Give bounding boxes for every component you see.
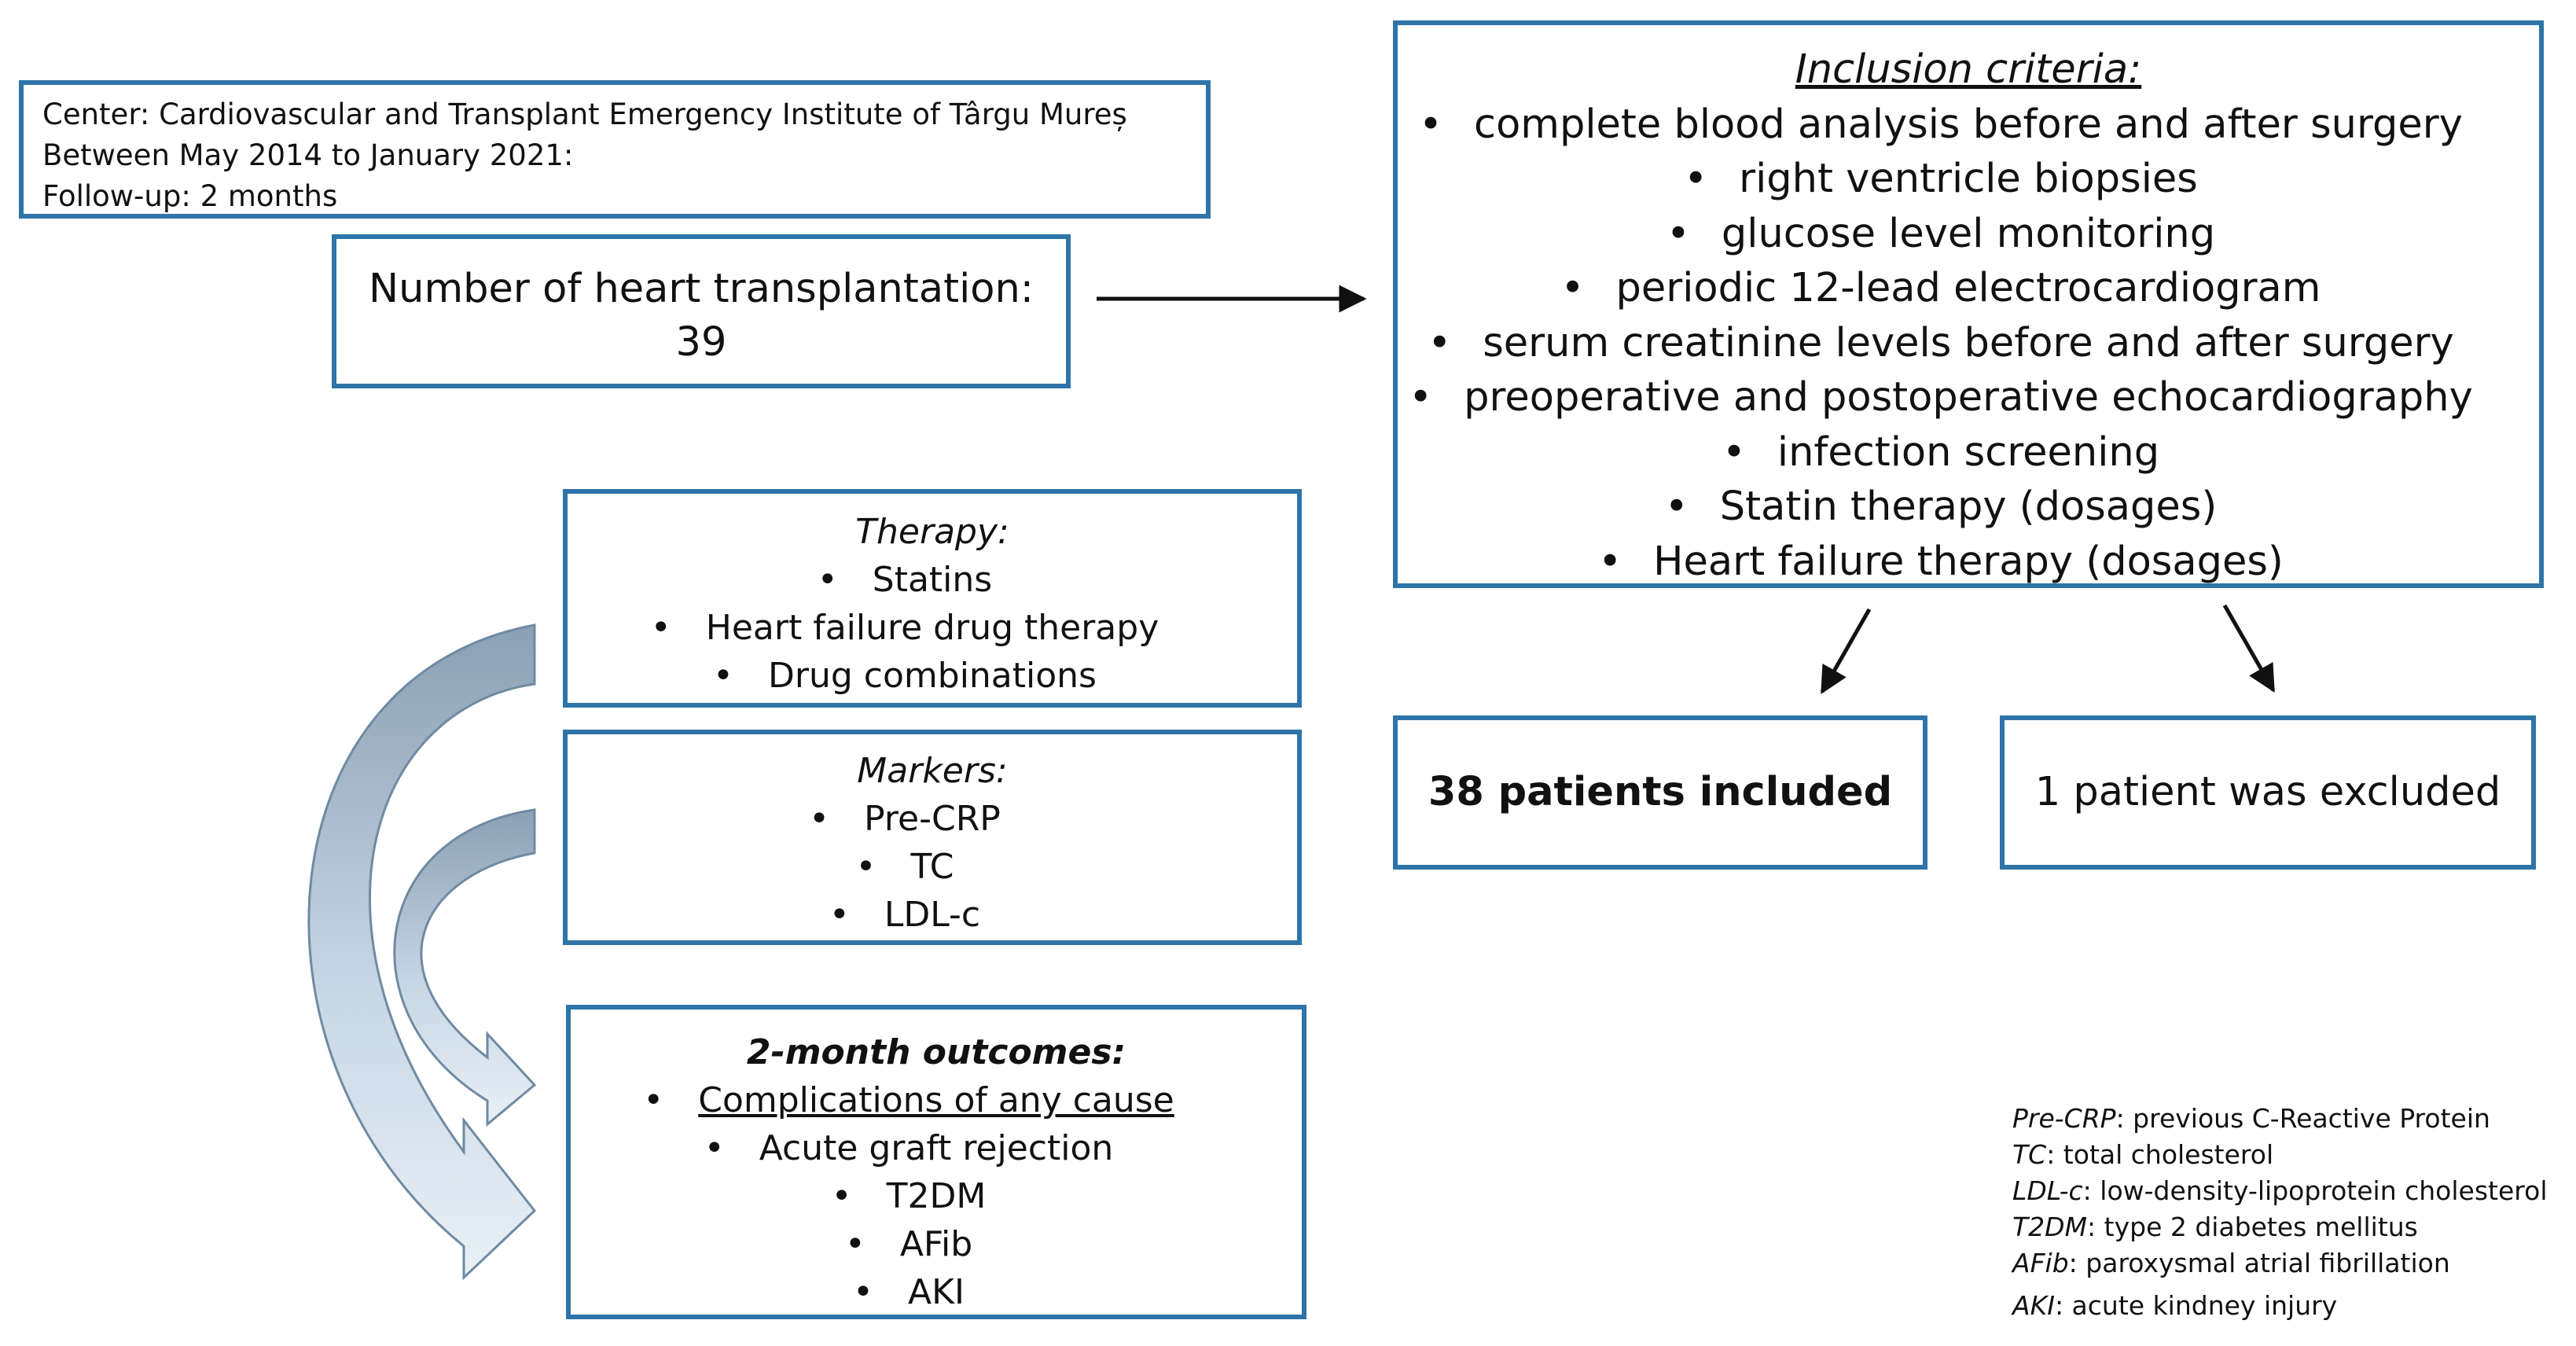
list-item: •Heart failure drug therapy <box>650 608 1159 648</box>
list-item: •Heart failure therapy (dosages) <box>1598 538 2284 585</box>
list-item: •LDL-c <box>829 895 981 935</box>
outcomes-box: 2-month outcomes: •Complications of any … <box>566 1005 1306 1319</box>
list-item: •complete blood analysis before and afte… <box>1419 101 2463 148</box>
legend-entry: LDL-c: low-density-lipoprotein cholester… <box>2012 1175 2548 1206</box>
center-line: Center: Cardiovascular and Transplant Em… <box>42 97 1127 131</box>
curved-arrow-therapy-to-outcomes <box>307 623 537 1281</box>
list-item: •AFib <box>844 1224 973 1264</box>
curved-arrow-markers-to-outcomes <box>393 808 537 1127</box>
list-item: •T2DM <box>831 1176 987 1216</box>
list-item: •infection screening <box>1722 428 2160 476</box>
markers-title: Markers: <box>857 751 1008 791</box>
legend-entry: AKI: acute kindney injury <box>2012 1290 2338 1321</box>
legend-entry: T2DM: type 2 diabetes mellitus <box>2012 1212 2418 1242</box>
list-item: •Statins <box>817 560 993 600</box>
list-item: •Drug combinations <box>713 656 1097 696</box>
center-info-box: Center: Cardiovascular and Transplant Em… <box>19 80 1211 219</box>
inclusion-title: Inclusion criteria: <box>1795 46 2142 93</box>
transplant-label: Number of heart transplantation: <box>369 266 1034 312</box>
abbreviation-legend: Pre-CRP: previous C-Reactive Protein TC:… <box>2012 1101 2547 1324</box>
list-item: •TC <box>855 847 954 887</box>
outcomes-title: 2-month outcomes: <box>746 1032 1126 1072</box>
period-line: Between May 2014 to January 2021: <box>42 138 574 172</box>
legend-entry: AFib: paroxysmal atrial fibrillation <box>2012 1248 2450 1278</box>
excluded-box: 1 patient was excluded <box>2000 715 2536 870</box>
list-item: •serum creatinine levels before and afte… <box>1428 319 2454 366</box>
therapy-title: Therapy: <box>855 512 1009 552</box>
transplant-value: 39 <box>675 319 727 366</box>
follow-up-line: Follow-up: 2 months <box>42 179 338 213</box>
list-item: •Statin therapy (dosages) <box>1664 484 2218 530</box>
legend-entry: Pre-CRP: previous C-Reactive Protein <box>2012 1103 2490 1134</box>
transplant-count-box: Number of heart transplantation: 39 <box>332 234 1071 388</box>
legend-entry: TC: total cholesterol <box>2012 1139 2274 1170</box>
list-item: •preoperative and postoperative echocard… <box>1409 374 2473 421</box>
markers-box: Markers: •Pre-CRP •TC •LDL-c <box>563 730 1302 945</box>
included-label: 38 patients included <box>1428 769 1893 815</box>
included-box: 38 patients included <box>1393 715 1927 870</box>
list-item: •Complications of any cause <box>643 1080 1174 1120</box>
list-item: •periodic 12-lead electrocardiogram <box>1560 265 2321 311</box>
excluded-label: 1 patient was excluded <box>2034 769 2501 815</box>
list-item: •AKI <box>853 1272 965 1312</box>
therapy-box: Therapy: •Statins •Heart failure drug th… <box>563 489 1302 708</box>
arrow-to-excluded <box>2222 604 2276 693</box>
list-item: •Acute graft rejection <box>704 1128 1114 1168</box>
arrow-to-included <box>1820 608 1872 695</box>
list-item: •right ventricle biopsies <box>1684 156 2198 202</box>
inclusion-criteria-box: Inclusion criteria: •complete blood anal… <box>1393 20 2544 588</box>
list-item: •glucose level monitoring <box>1666 210 2216 257</box>
list-item: •Pre-CRP <box>809 799 1001 839</box>
